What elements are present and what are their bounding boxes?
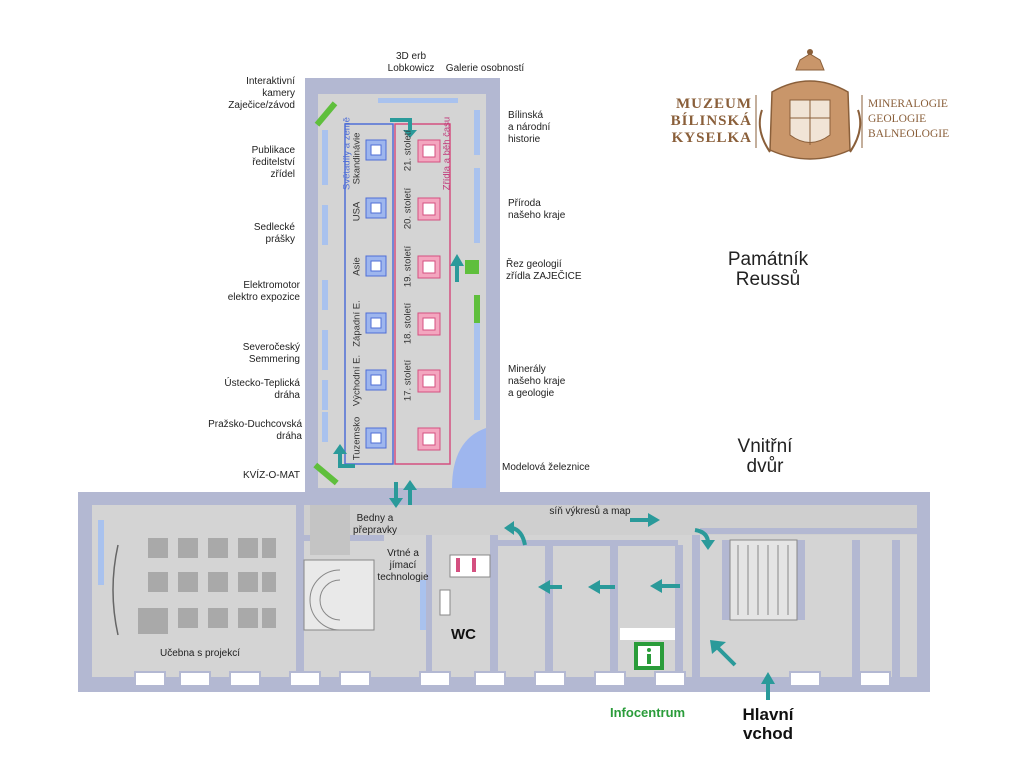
pamatnik-label: Památník Reussů (727, 249, 809, 290)
museum-subtitle: MINERALOGIE GEOLOGIE BALNEOLOGIE (868, 98, 950, 140)
classroom-label: Učebna s projekcí (159, 648, 241, 659)
classroom-board (98, 520, 104, 585)
model-railway-area (452, 428, 486, 488)
classroom-desks (138, 538, 276, 634)
right-label-4: Modelová železnice (502, 462, 590, 473)
country-label-3: Západní E. (351, 300, 363, 347)
arrow-left-2-icon (588, 580, 615, 594)
country-label-5: Tuzemsko (351, 416, 363, 461)
erb-label: 3D erb Lobkowicz (387, 51, 435, 74)
left-label-6: Pražsko-Duchcovská dráha (208, 419, 302, 442)
left-label-4: Severočeský Semmering (242, 342, 300, 365)
galerie-label: Galerie osobností (445, 63, 525, 74)
arrow-diag-icon (710, 640, 737, 667)
infocentrum-desk (620, 628, 675, 640)
right-label-1: Příroda našeho kraje (508, 198, 566, 221)
staircase (303, 559, 375, 631)
lobkowicz-crest-icon (758, 49, 862, 160)
country-exhibits (365, 139, 387, 449)
green-panels (313, 101, 480, 486)
century-label-2: 19. století (402, 245, 414, 288)
bedny-label: Bedny a přepravky (353, 513, 397, 536)
right-label-0: Bílinská a národní historie (508, 110, 551, 145)
left-label-5: Ústecko-Teplická dráha (224, 378, 300, 401)
windows-bottom (134, 671, 891, 687)
century-label-1: 20. století (402, 187, 414, 230)
country-label-1: USA (351, 201, 363, 222)
left-label-1: Publikace ředitelství zřídel (251, 145, 295, 180)
arrow-north-up-icon (450, 254, 464, 282)
museum-name: MUZEUM BÍLINSKÁ KYSELKA (670, 96, 752, 146)
country-label-4: Východní E. (351, 354, 363, 407)
main-staircase (729, 539, 798, 621)
century-exhibits (417, 139, 441, 451)
arrow-down-entry-icon (389, 482, 403, 508)
route-arrows (333, 118, 775, 700)
north-wing-floor (318, 94, 486, 488)
wc-fixtures (439, 554, 491, 616)
arrow-main-entrance-icon (761, 672, 775, 700)
left-label-2: Sedlecké prášky (253, 222, 295, 245)
wc-label: WC (451, 626, 476, 643)
arrow-curve-left-icon (504, 521, 527, 546)
arrow-up-entry-icon (403, 480, 417, 505)
left-label-3: Elektromotor elektro expozice (227, 280, 300, 303)
interior-walls (296, 505, 917, 677)
blue-zone-border (344, 123, 394, 465)
wall-panels (322, 98, 480, 630)
arrow-curve-right-icon (694, 528, 715, 550)
pink-zone-title: Zřídla a běh času (441, 116, 453, 191)
century-label-3: 18. století (402, 302, 414, 345)
century-label-0: 21. století (402, 129, 414, 172)
infocentrum-label: Infocentrum (610, 705, 686, 720)
left-label-0: Interaktivní kamery Zaječice/závod (228, 76, 295, 111)
pink-zone-border (394, 123, 451, 465)
right-label-2: Řez geologií zřídla ZAJEČICE (506, 259, 582, 282)
sin-label: síň výkresů a map (549, 506, 631, 517)
century-label-4: 17. století (402, 359, 414, 402)
arrow-corridor-right-icon (630, 513, 660, 527)
main-entrance-label: Hlavní vchod (742, 705, 794, 743)
left-label-7: KVÍZ-O-MAT (242, 470, 300, 481)
dvur-label: Vnitřní dvůr (737, 436, 793, 477)
country-label-2: Asie (351, 257, 363, 276)
info-icon (634, 642, 664, 670)
arrow-left-1-icon (650, 579, 680, 593)
right-label-3: Minerály našeho kraje a geologie (508, 364, 566, 399)
arrow-north-bottom-icon (333, 444, 355, 468)
country-label-0: Skandinávie (351, 132, 363, 185)
vrtne-label: Vrtné a jímací technologie (377, 548, 429, 583)
arrow-left-3-icon (538, 580, 562, 594)
arrow-north-wing-top-icon (390, 118, 417, 138)
projection-screen (112, 544, 119, 636)
